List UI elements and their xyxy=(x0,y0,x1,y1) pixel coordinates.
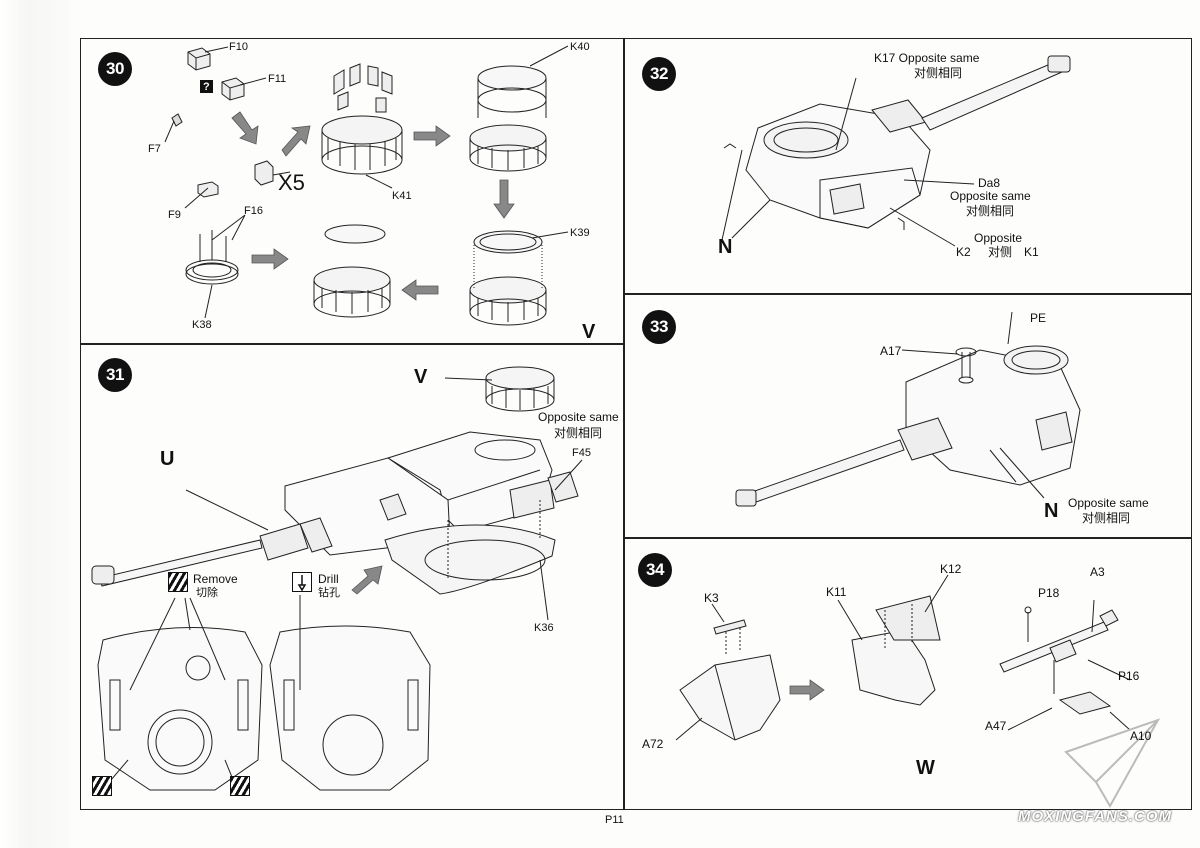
assembly-arrow-icon xyxy=(351,565,383,595)
step-31-badge: 31 xyxy=(98,358,132,392)
label-drill: Drill xyxy=(318,572,339,586)
label-opposite-same: Opposite same xyxy=(538,410,619,424)
label-K2-cn: 对侧 xyxy=(988,245,1013,259)
label-Da8-opposite: Opposite same xyxy=(950,189,1031,203)
label-remove: Remove xyxy=(193,572,238,586)
assembly-arrow-icon xyxy=(231,111,515,301)
label-P16: P16 xyxy=(1118,669,1140,683)
sub-assembly-W: W xyxy=(916,757,935,779)
label-opposite-same: Opposite same xyxy=(1068,496,1149,510)
label-opposite: Opposite xyxy=(974,231,1023,245)
label-K1: K1 xyxy=(1024,245,1039,259)
label-F10: F10 xyxy=(229,41,248,53)
label-Da8: Da8 xyxy=(978,176,1001,190)
label-x5: X5 xyxy=(278,170,305,195)
step-32-badge: 32 xyxy=(642,57,676,91)
remove-cut-icon xyxy=(230,776,250,796)
drill-icon xyxy=(292,572,312,592)
right-divider-2 xyxy=(623,537,1192,539)
left-horizontal-divider xyxy=(80,343,624,345)
label-opposite-same-cn: 对侧相同 xyxy=(1082,511,1131,525)
binding-margin xyxy=(0,0,70,848)
label-K17: K17 Opposite same xyxy=(874,51,980,65)
sub-assembly-V-ref: V xyxy=(414,366,428,388)
label-F9: F9 xyxy=(168,209,181,221)
label-A10: A10 xyxy=(1130,729,1152,743)
label-question: ? xyxy=(203,81,210,93)
right-divider-1 xyxy=(623,293,1192,295)
label-drill-cn: 钻孔 xyxy=(318,587,340,599)
label-F11: F11 xyxy=(268,73,287,85)
sub-assembly-U: U xyxy=(160,448,175,470)
step-30-badge: 30 xyxy=(98,52,132,86)
label-A3: A3 xyxy=(1090,565,1105,579)
label-F45: F45 xyxy=(572,447,591,459)
label-A17: A17 xyxy=(880,344,902,358)
label-K3: K3 xyxy=(704,591,719,605)
page-number: P11 xyxy=(605,814,624,826)
step-34-badge: 34 xyxy=(638,553,672,587)
label-K17-cn: 对侧相同 xyxy=(914,66,963,80)
watermark: MOXINGFANS.COM xyxy=(1017,808,1172,825)
label-K2: K2 xyxy=(956,245,971,259)
paper-plane-logo xyxy=(1064,718,1161,809)
step-33-badge: 33 xyxy=(642,310,676,344)
label-K40: K40 xyxy=(570,41,590,53)
label-opposite-same-cn: 对侧相同 xyxy=(554,426,603,440)
label-A47: A47 xyxy=(985,719,1007,733)
label-P18: P18 xyxy=(1038,586,1060,600)
vertical-divider xyxy=(623,38,625,810)
label-A72: A72 xyxy=(642,737,664,751)
label-K11: K11 xyxy=(826,585,847,599)
remove-cut-icon xyxy=(168,572,188,592)
label-K38: K38 xyxy=(192,319,212,331)
label-K41: K41 xyxy=(392,190,412,202)
label-K36: K36 xyxy=(534,622,554,634)
sub-assembly-V: V xyxy=(582,321,596,343)
remove-cut-icon xyxy=(92,776,112,796)
label-Da8-cn: 对侧相同 xyxy=(966,204,1015,218)
label-remove-cn: 切除 xyxy=(196,587,218,599)
label-K12: K12 xyxy=(940,562,962,576)
assembly-arrow-icon xyxy=(789,679,825,701)
sub-assembly-N: N xyxy=(1044,500,1059,522)
label-K39: K39 xyxy=(570,227,590,239)
label-PE: PE xyxy=(1030,311,1047,325)
label-F7: F7 xyxy=(148,143,161,155)
page-frame xyxy=(80,38,1192,810)
sub-assembly-N: N xyxy=(718,236,733,258)
question-mark-icon xyxy=(200,80,213,93)
label-F16: F16 xyxy=(244,205,263,217)
